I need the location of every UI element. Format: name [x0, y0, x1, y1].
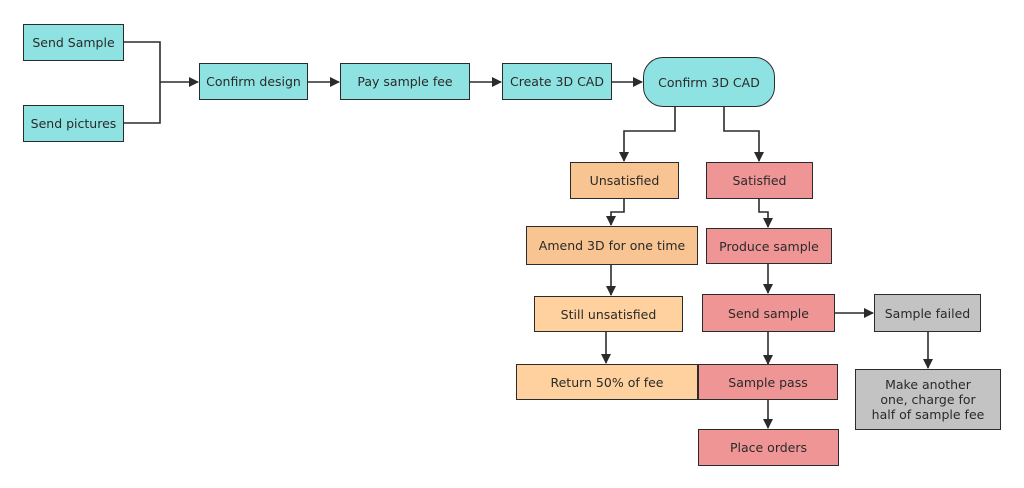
edge-satisfied-to-produce-sample — [758, 199, 773, 228]
node-satisfied: Satisfied — [706, 162, 813, 199]
node-sample-pass: Sample pass — [698, 364, 838, 400]
node-pay-sample-fee: Pay sample fee — [340, 63, 470, 100]
node-still-unsatisfied: Still unsatisfied — [534, 296, 683, 332]
edge-send-pictures-to-confirm-design — [124, 82, 161, 124]
node-place-orders: Place orders — [698, 429, 839, 466]
node-create-3d-cad: Create 3D CAD — [502, 63, 612, 100]
edge-send-sample-to-confirm-design — [124, 41, 161, 82]
node-confirm-3d-cad: Confirm 3D CAD — [643, 57, 775, 107]
node-send-sample: Send Sample — [23, 24, 124, 61]
edge-confirm-cad-to-unsatisfied — [619, 107, 676, 162]
node-send-pictures: Send pictures — [23, 105, 124, 142]
node-send-sample-2: Send sample — [702, 294, 835, 332]
node-produce-sample: Produce sample — [706, 228, 832, 264]
edge-unsatisfied-to-amend — [606, 199, 625, 226]
node-return-fee: Return 50% of fee — [516, 364, 698, 400]
node-amend-3d: Amend 3D for one time — [526, 226, 698, 265]
edge-confirm-cad-to-satisfied — [723, 107, 764, 162]
node-make-another: Make another one, charge for half of sam… — [855, 369, 1001, 430]
node-sample-failed: Sample failed — [874, 294, 981, 332]
node-unsatisfied: Unsatisfied — [570, 162, 679, 199]
node-confirm-design: Confirm design — [199, 63, 308, 100]
